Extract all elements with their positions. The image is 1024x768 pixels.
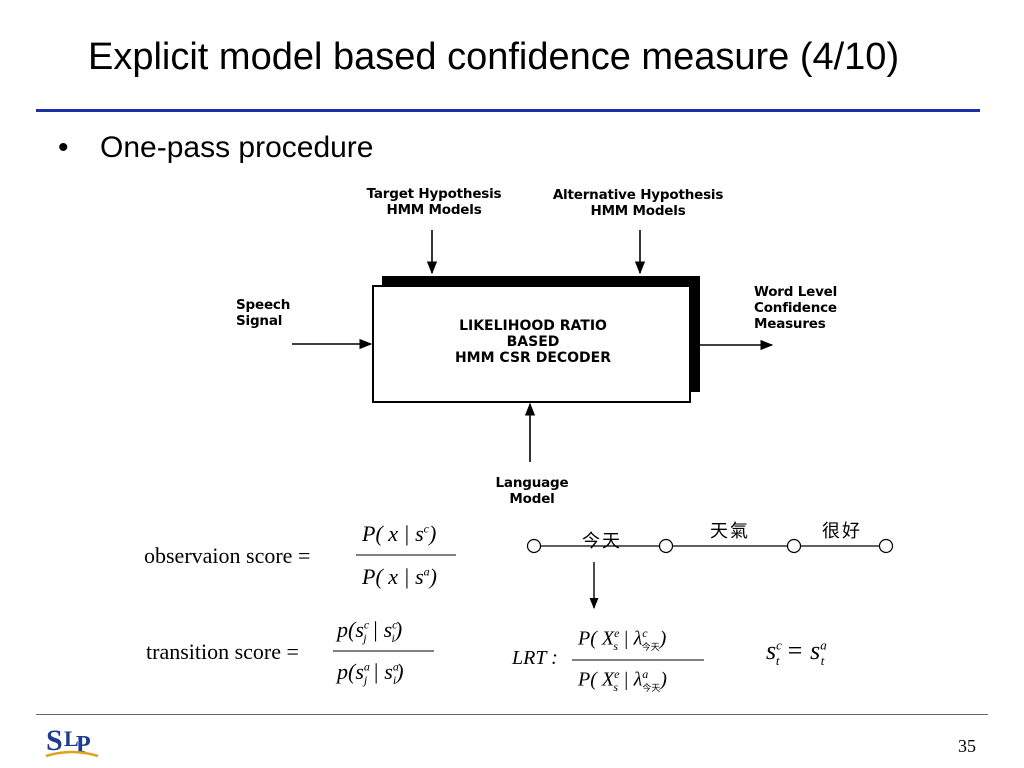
svg-text:L: L	[64, 726, 79, 751]
lattice-word-1: 今天	[582, 531, 622, 552]
footer-divider	[36, 714, 988, 715]
obs-denominator: P( x | sa)	[362, 564, 437, 589]
trans-denominator: p(saj | sai)	[337, 659, 404, 688]
obs-numerator: P( x | sc)	[362, 521, 437, 546]
decoder-box-text: LIKELIHOOD RATIO BASED HMM CSR DECODER	[454, 318, 612, 366]
trans-numerator: p(scj | sci)	[337, 617, 403, 646]
alt-hyp-label: Alternative Hypothesis HMM Models	[552, 187, 724, 219]
bullet-marker: •	[58, 131, 69, 164]
target-hyp-label: Target Hypothesis HMM Models	[366, 186, 502, 218]
lattice-node-3	[786, 538, 802, 554]
slp-logo: S L P	[45, 724, 99, 758]
lattice-node-1	[526, 538, 542, 554]
lrt-denominator: P( Xes | λa今天)	[578, 667, 667, 694]
lattice-word-3: 很好	[822, 521, 862, 542]
lrt-label: LRT :	[512, 647, 558, 669]
language-model-label: Language Model	[495, 475, 569, 507]
svg-text:S: S	[46, 724, 63, 757]
trans-score-label: transition score =	[146, 639, 299, 664]
state-equality: sct = sat	[766, 636, 827, 669]
lattice-node-2	[658, 538, 674, 554]
lrt-numerator: P( Xes | λc今天)	[578, 626, 667, 653]
obs-score-label: observaion score =	[144, 543, 311, 568]
slide-title: Explicit model based confidence measure …	[88, 36, 900, 78]
bullet-text: One-pass procedure	[100, 131, 374, 164]
lattice-node-4	[878, 538, 894, 554]
speech-signal-label: Speech Signal	[236, 297, 291, 329]
lattice-word-2: 天氣	[710, 521, 750, 542]
word-level-label: Word Level Confidence Measures	[754, 284, 838, 332]
title-divider	[36, 109, 980, 112]
page-number: 35	[958, 736, 976, 756]
